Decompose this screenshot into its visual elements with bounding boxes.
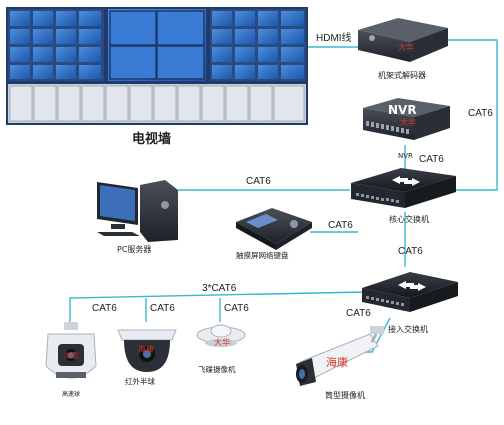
wall-base-panels (9, 85, 305, 122)
core-switch-arrows-icon (392, 176, 420, 186)
ir-dome-cat6-label: CAT6 (150, 303, 175, 314)
ir-dome-label: 红外半球 (125, 376, 155, 386)
decoder-cat6-label: CAT6 (468, 108, 493, 119)
trunk-label: 3*CAT6 (202, 283, 237, 294)
nvr-label: NVR (398, 152, 413, 160)
ir-dome-camera (117, 329, 177, 372)
decoder-cable (448, 39, 498, 191)
keyboard-cat6-label: CAT6 (328, 220, 353, 231)
video-wall (6, 7, 308, 125)
core-switch-device (351, 168, 456, 208)
bullet-camera-label: 筒型摄像机 (325, 390, 365, 400)
bullet-brand-text: 海康 (326, 355, 348, 369)
access-switch-arrows-icon (398, 281, 426, 291)
core-access-cat6-label: CAT6 (398, 246, 423, 257)
ir-dome-brand-text: 海康 (138, 344, 154, 354)
rack-decoder-device (358, 18, 448, 62)
access-switch-device (362, 272, 458, 312)
speed-dome-label: 高速球 (62, 390, 80, 398)
decoder-brand-text: 大华 (398, 42, 414, 52)
core-switch-label: 核心交换机 (389, 214, 429, 224)
hdmi-label: HDMI线 (316, 31, 352, 44)
bullet-camera (296, 326, 384, 386)
speed-dome-brand-text: 海康 (64, 351, 78, 360)
pc-server-label: PC服务器 (117, 244, 151, 254)
ufo-camera (196, 324, 246, 347)
pc-cat6-label: CAT6 (246, 176, 271, 187)
ufo-cat6-label: CAT6 (224, 303, 249, 314)
network-keyboard-label: 触摸屏网络键盘 (236, 250, 289, 260)
rack-decoder-label: 机架式解码器 (378, 70, 426, 80)
wall-screens-center (109, 10, 205, 80)
pc-server-device (97, 180, 178, 242)
speed-dome-cat6-label: CAT6 (92, 303, 117, 314)
ufo-brand-text: 大华 (214, 337, 230, 347)
nvr-cat6-label: CAT6 (419, 154, 444, 165)
ufo-camera-label: 飞碟摄像机 (198, 364, 236, 374)
bullet-cat6-label: CAT6 (346, 308, 371, 319)
network-keyboard-device (236, 208, 312, 250)
video-wall-label: 电视墙 (132, 131, 171, 147)
wall-screens-left (10, 11, 101, 79)
wall-screens-right (212, 11, 304, 79)
trunk-cable (69, 291, 366, 325)
nvr-device-text: NVR (388, 103, 417, 117)
access-switch-label: 接入交换机 (388, 324, 428, 334)
nvr-brand-text: 大华 (400, 117, 416, 127)
speed-dome-camera (45, 322, 97, 379)
nvr-device (363, 98, 450, 140)
